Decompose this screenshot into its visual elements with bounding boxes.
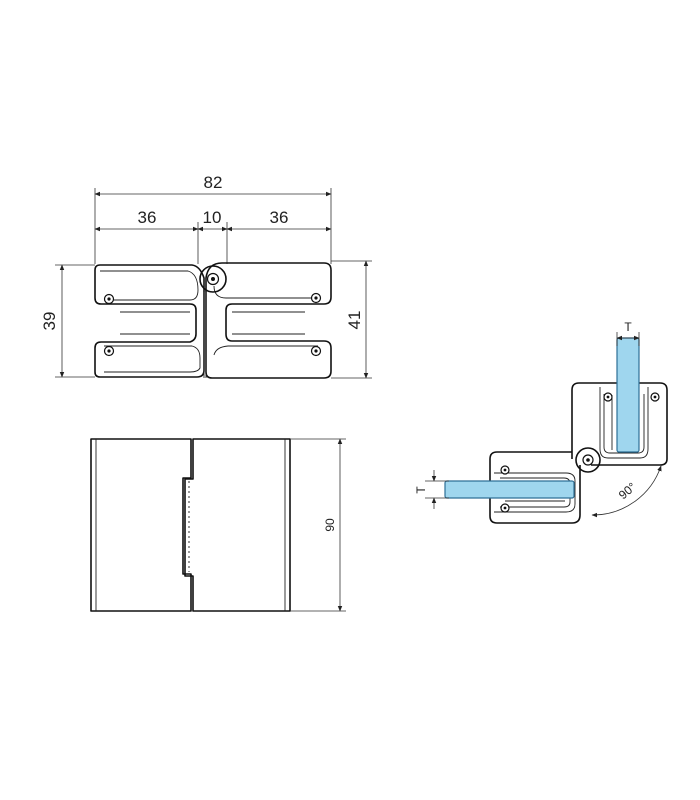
left-height-label: 39 (40, 312, 59, 331)
horizontal-glass-panel (444, 480, 575, 499)
vertical-glass-panel (616, 337, 640, 453)
top-view: 82 36 10 36 39 41 (40, 173, 372, 379)
vertical-glass-thickness: T (616, 320, 640, 346)
angle-dimension: 90° (591, 465, 662, 518)
vertical-thickness-label: T (624, 320, 632, 334)
front-view: 90 (90, 438, 346, 612)
right-height-label: 41 (345, 311, 364, 330)
right-clamp-section (205, 262, 332, 379)
vertical-clamp (571, 382, 668, 466)
hinge-pin (199, 265, 227, 378)
top-view-dimensions: 82 36 10 36 39 41 (40, 173, 372, 379)
angle-view: T T 90° (414, 320, 668, 524)
horizontal-thickness-label: T (414, 486, 428, 494)
front-left-leaf (90, 438, 192, 612)
left-clamp-section (94, 264, 205, 378)
left-width-label: 36 (138, 208, 157, 227)
front-right-leaf (184, 438, 291, 612)
front-height-label: 90 (323, 518, 337, 532)
front-height-dimension: 90 (290, 438, 346, 612)
gap-width-label: 10 (203, 208, 222, 227)
overall-width-label: 82 (204, 173, 223, 192)
angle-hinge-pin (575, 447, 601, 473)
right-width-label: 36 (270, 208, 289, 227)
horizontal-glass-thickness: T (414, 470, 449, 509)
angle-label: 90° (616, 480, 639, 503)
